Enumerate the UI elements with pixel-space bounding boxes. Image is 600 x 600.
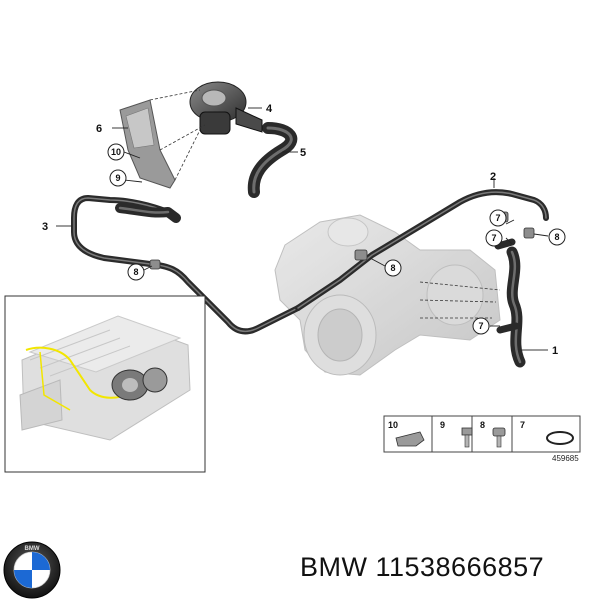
callout-4: 4 <box>266 103 273 115</box>
svg-text:8: 8 <box>554 232 559 242</box>
legend-label-10: 10 <box>388 420 398 430</box>
legend-label-8: 8 <box>480 420 485 430</box>
circle-callout-8-center: 8 <box>384 259 402 277</box>
callout-5: 5 <box>300 147 306 159</box>
socket-screw-icon <box>492 427 506 448</box>
svg-text:8: 8 <box>390 263 395 273</box>
diagram-ref-number: 459685 <box>552 454 579 463</box>
bmw-logo: BMW <box>3 541 61 599</box>
auxiliary-water-pump-4 <box>189 81 263 135</box>
circle-callout-9: 9 <box>109 169 127 187</box>
circle-callout-10: 10 <box>107 143 125 161</box>
engine-inset <box>4 295 206 473</box>
svg-text:10: 10 <box>111 147 121 157</box>
inset-turbo <box>111 367 168 401</box>
circle-callout-7-top: 7 <box>489 209 507 227</box>
hose-routing <box>71 122 549 368</box>
callout-6: 6 <box>96 123 102 135</box>
callout-2: 2 <box>490 171 496 183</box>
circle-callout-7-middle: 7 <box>485 229 503 247</box>
turbocharger-ghost <box>274 214 501 376</box>
part-number-label: BMW 11538666857 <box>300 552 545 582</box>
parts-legend: 10 9 8 7 459685 <box>383 415 581 463</box>
circle-callout-8-right: 8 <box>548 228 566 246</box>
circle-callout-7-bottom: 7 <box>472 317 490 335</box>
callout-leaders <box>56 107 549 351</box>
svg-text:9: 9 <box>115 173 120 183</box>
callout-3: 3 <box>42 221 48 233</box>
clip-icon <box>395 431 425 447</box>
bracket-6 <box>119 99 176 189</box>
svg-text:7: 7 <box>478 321 483 331</box>
hex-bolt-icon <box>461 427 473 448</box>
svg-text:7: 7 <box>491 233 496 243</box>
svg-text:8: 8 <box>133 267 138 277</box>
highlighted-lines <box>25 346 131 399</box>
circled-callouts: 10 9 8 8 8 7 7 7 <box>107 143 566 335</box>
legend-label-7: 7 <box>520 420 525 430</box>
callout-labels: 1 2 3 4 5 6 <box>42 103 558 357</box>
callout-1: 1 <box>552 345 558 357</box>
svg-text:7: 7 <box>495 213 500 223</box>
logo-lettering: BMW <box>25 546 40 552</box>
hose-5 <box>247 122 298 198</box>
o-ring-icon <box>546 431 574 445</box>
legend-label-9: 9 <box>440 420 445 430</box>
circle-callout-8-left: 8 <box>127 263 145 281</box>
